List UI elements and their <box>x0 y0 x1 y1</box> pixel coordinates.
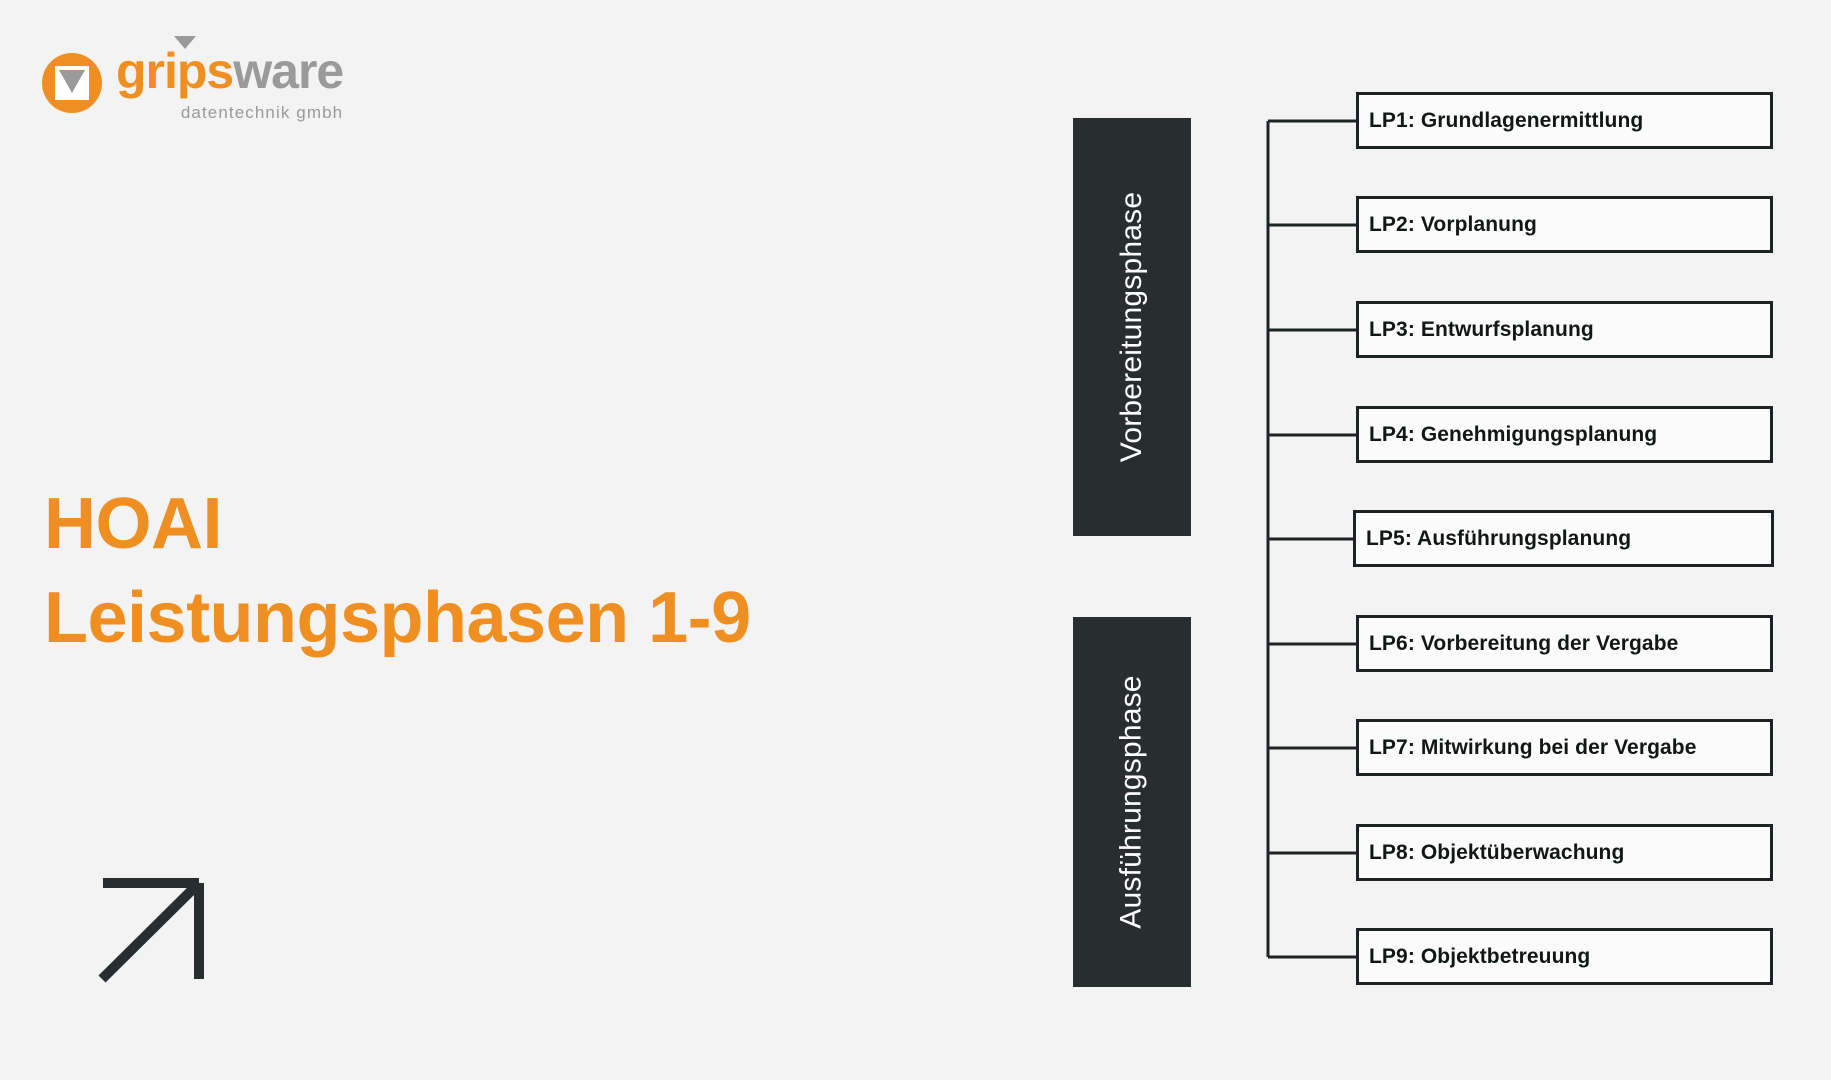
page-title-line-1: HOAI <box>44 484 223 564</box>
lp-box-4[interactable]: LP4: Genehmigungsplanung <box>1356 406 1773 463</box>
lp-box-7[interactable]: LP7: Mitwirkung bei der Vergabe <box>1356 719 1773 776</box>
logo-word-part-1: grips <box>116 43 234 99</box>
lp-box-label: LP8: Objektüberwachung <box>1369 840 1625 864</box>
phase-bar-label: Ausführungsphase <box>1115 675 1149 929</box>
lp-box-3[interactable]: LP3: Entwurfsplanung <box>1356 301 1773 358</box>
company-logo: gripsware datentechnik gmbh <box>42 43 344 122</box>
lp-box-2[interactable]: LP2: Vorplanung <box>1356 196 1773 253</box>
lp-box-1[interactable]: LP1: Grundlagenermittlung <box>1356 92 1773 149</box>
phase-bar-vorbereitungsphase: Vorbereitungsphase <box>1073 118 1191 536</box>
logo-triangle-down-icon <box>59 70 85 93</box>
lp-box-label: LP7: Mitwirkung bei der Vergabe <box>1369 735 1697 759</box>
lp-box-6[interactable]: LP6: Vorbereitung der Vergabe <box>1356 615 1773 672</box>
lp-box-label: LP2: Vorplanung <box>1369 212 1537 236</box>
lp-box-label: LP5: Ausführungsplanung <box>1366 526 1632 550</box>
phase-bar-label: Vorbereitungsphase <box>1115 191 1148 463</box>
page-title: HOAI Leistungsphasen 1-9 <box>44 478 751 665</box>
lp-box-label: LP3: Entwurfsplanung <box>1369 317 1594 341</box>
bracket-connectors <box>1266 119 1358 959</box>
circle-triangle-logo-icon <box>42 53 102 113</box>
arrow-up-right-icon <box>98 878 204 983</box>
logo-square <box>55 66 89 100</box>
lp-box-8[interactable]: LP8: Objektüberwachung <box>1356 824 1773 881</box>
caret-down-icon <box>174 36 196 49</box>
lp-box-label: LP1: Grundlagenermittlung <box>1369 108 1644 132</box>
lp-box-label: LP4: Genehmigungsplanung <box>1369 422 1658 446</box>
logo-word: gripsware <box>116 43 344 99</box>
page-title-line-2: Leistungsphasen 1-9 <box>44 577 751 658</box>
logo-wordmark: gripsware datentechnik gmbh <box>116 43 344 122</box>
lp-box-label: LP9: Objektbetreuung <box>1369 944 1591 968</box>
phase-bar-ausfuehrungsphase: Ausführungsphase <box>1073 617 1191 987</box>
logo-subtitle: datentechnik gmbh <box>180 103 344 122</box>
lp-box-9[interactable]: LP9: Objektbetreuung <box>1356 928 1773 985</box>
lp-box-label: LP6: Vorbereitung der Vergabe <box>1369 631 1679 655</box>
lp-box-5[interactable]: LP5: Ausführungsplanung <box>1353 510 1774 567</box>
logo-word-part-2: ware <box>233 43 344 99</box>
